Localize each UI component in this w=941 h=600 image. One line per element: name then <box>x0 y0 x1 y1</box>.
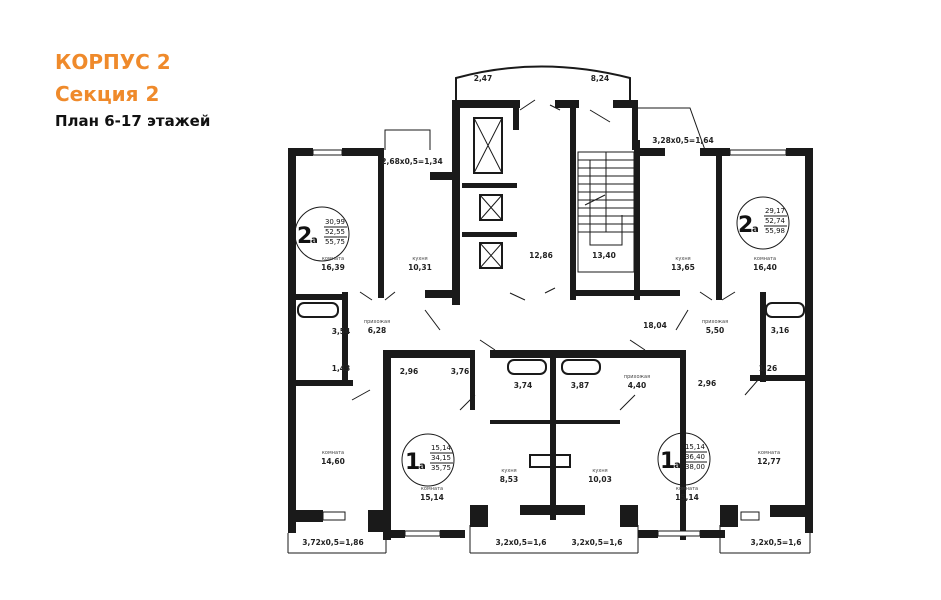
total-area-with-balcony: 55,98 <box>765 227 785 235</box>
apartment-type-letter: а <box>311 235 318 246</box>
area-label: 2,96 <box>400 367 419 376</box>
room-type-label: прихожая <box>624 374 650 380</box>
area-label: 14,60 <box>321 457 345 466</box>
area-label: 6,28 <box>368 326 387 335</box>
area-label: 8,53 <box>500 475 519 484</box>
total-area: 52,55 <box>325 228 345 236</box>
elevator-shafts <box>462 117 517 269</box>
living-area: 15,14 <box>431 444 452 452</box>
total-area-with-balcony: 38,00 <box>685 463 705 471</box>
apartment-type-letter: а <box>419 461 426 472</box>
area-label: 10,03 <box>588 475 612 484</box>
apartment-type-number: 2 <box>738 213 753 238</box>
area-label: 1,43 <box>332 364 351 373</box>
area-label: 5,50 <box>706 326 725 335</box>
apartment-badge-bottom-right: 1 а 15,14 36,40 38,00 <box>657 432 711 486</box>
area-label: 3,16 <box>771 326 790 335</box>
total-area: 52,74 <box>765 217 786 225</box>
area-label: 12,86 <box>529 251 553 260</box>
balcony-tl-outline <box>384 129 431 150</box>
total-area: 36,40 <box>685 453 705 461</box>
door-swings <box>351 99 759 411</box>
area-label: 13,40 <box>592 251 616 260</box>
room-type-label: комната <box>758 450 780 456</box>
bathtubs <box>297 302 805 468</box>
living-area: 15,14 <box>685 443 706 451</box>
area-label: 3,74 <box>514 381 533 390</box>
section-title: Секция 2 <box>55 82 160 106</box>
balcony-rails <box>287 525 811 554</box>
living-area: 30,99 <box>325 218 345 226</box>
apartment-type-number: 2 <box>297 224 312 249</box>
apartment-type-number: 1 <box>660 449 675 474</box>
living-area: 29,17 <box>765 207 785 215</box>
windows <box>312 149 787 537</box>
apartment-type-letter: а <box>752 224 759 235</box>
area-label: 3,76 <box>451 367 470 376</box>
total-area-with-balcony: 55,75 <box>325 238 345 246</box>
apartment-badge-bottom-left: 1 а 15,14 34,15 35,75 <box>401 433 455 487</box>
apartment-badge-top-left: 2 а 30,99 52,55 55,75 <box>294 206 350 262</box>
room-type-label: комната <box>754 256 776 262</box>
area-label: 15,14 <box>420 493 444 502</box>
area-label: 12,77 <box>757 457 781 466</box>
room-type-label: комната <box>421 486 443 492</box>
balcony-tr-outline <box>638 107 706 151</box>
balcony-area-label: 3,72x0,5=1,86 <box>302 538 363 547</box>
balcony-area-label: 3,2x0,5=1,6 <box>496 538 547 547</box>
room-type-label: комната <box>322 450 344 456</box>
balcony-area-label: 2,68x0,5=1,34 <box>381 157 442 166</box>
apartment-badge-top-right: 2 а 29,17 52,74 55,98 <box>736 196 790 250</box>
area-label: 8,24 <box>591 74 610 83</box>
walls <box>288 100 813 540</box>
area-label: 3,54 <box>332 327 351 336</box>
apartment-type-letter: а <box>674 460 681 471</box>
apartment-type-number: 1 <box>405 450 420 475</box>
area-label: 16,40 <box>753 263 777 272</box>
room-type-label: комната <box>676 486 698 492</box>
room-type-label: кухня <box>501 468 516 474</box>
balcony-area-label: 3,2x0,5=1,6 <box>572 538 623 547</box>
total-area-with-balcony: 35,75 <box>431 464 451 472</box>
area-label: 1,26 <box>759 364 778 373</box>
room-type-label: кухня <box>592 468 607 474</box>
area-label: 2,96 <box>698 379 717 388</box>
area-label: 18,04 <box>643 321 667 330</box>
area-label: 16,39 <box>321 263 345 272</box>
room-type-label: кухня <box>412 256 427 262</box>
room-labels: 2,47 8,24 2,68x0,5=1,34 3,28x0,5=1,64 ко… <box>302 74 801 547</box>
room-type-label: кухня <box>675 256 690 262</box>
balcony-area-label: 3,2x0,5=1,6 <box>751 538 802 547</box>
total-area: 34,15 <box>431 454 451 462</box>
building-title: КОРПУС 2 <box>55 50 171 74</box>
area-label: 3,87 <box>571 381 590 390</box>
room-type-label: комната <box>322 256 344 262</box>
balcony-area-label: 3,28x0,5=1,64 <box>652 136 713 145</box>
room-type-label: прихожая <box>702 319 728 325</box>
top-loggia-outline <box>455 65 631 100</box>
area-label: 4,40 <box>628 381 647 390</box>
floor-plan-subtitle: План 6-17 этажей <box>55 112 211 130</box>
staircase <box>577 151 635 273</box>
area-label: 13,65 <box>671 263 695 272</box>
area-label: 10,31 <box>408 263 432 272</box>
area-label: 2,47 <box>474 74 493 83</box>
room-type-label: прихожая <box>364 319 390 325</box>
area-label: 15,14 <box>675 493 699 502</box>
